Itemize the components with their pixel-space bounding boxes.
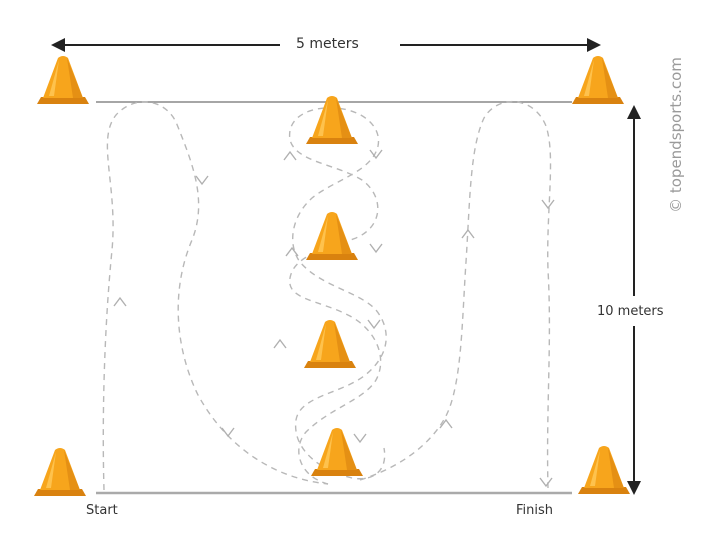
path-left-loop <box>102 101 329 491</box>
cone-corner-top-left <box>37 56 89 104</box>
chevron-down-icon <box>541 199 555 210</box>
chevron-up-icon <box>113 296 127 307</box>
path-right-loop <box>359 101 552 489</box>
chevron-up-icon <box>285 246 299 257</box>
copyright-watermark: © topendsports.com <box>667 57 685 213</box>
cone-corner-bottom-right <box>578 446 630 494</box>
chevron-up-icon <box>273 338 287 349</box>
cone-center-2 <box>306 212 358 260</box>
cone-corner-top-right <box>572 56 624 104</box>
chevron-up-icon <box>283 150 297 161</box>
chevron-down-icon <box>369 149 383 160</box>
length-label: 10 meters <box>597 302 664 321</box>
chevron-down-icon <box>195 175 209 186</box>
chevron-down-icon <box>221 427 235 438</box>
cone-center-4 <box>311 428 363 476</box>
finish-label: Finish <box>516 503 554 518</box>
run-paths <box>102 101 552 491</box>
path-weave <box>289 107 387 485</box>
cones-layer <box>34 56 630 496</box>
chevron-down-icon <box>353 433 367 444</box>
cone-center-3 <box>304 320 356 368</box>
chevron-up-icon <box>461 228 475 239</box>
direction-chevrons <box>113 149 555 488</box>
width-label: 5 meters <box>290 36 365 52</box>
cone-corner-bottom-left <box>34 448 86 496</box>
start-label: Start <box>86 503 118 518</box>
chevron-up-icon <box>439 418 453 429</box>
chevron-down-icon <box>539 477 553 488</box>
cone-center-1 <box>306 96 358 144</box>
chevron-down-icon <box>367 319 381 330</box>
chevron-down-icon <box>369 243 383 254</box>
